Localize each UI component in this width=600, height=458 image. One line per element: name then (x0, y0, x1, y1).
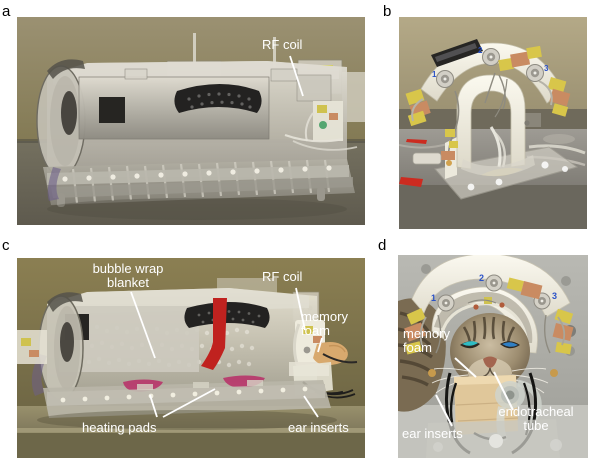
svg-text:3: 3 (552, 291, 557, 301)
leader-line (303, 395, 319, 418)
panel-a: RF coil (17, 17, 365, 225)
panel-b-photograph: 1 2 3 (399, 17, 587, 229)
leader-line (454, 357, 477, 378)
leader-line (493, 371, 514, 411)
panel-c-photograph: bubble wrap blanket RF coil memory foam … (17, 258, 365, 458)
svg-text:3: 3 (544, 64, 549, 73)
panel-letter-b: b (383, 3, 392, 20)
leader-line (295, 287, 306, 331)
panel-d-photograph: 1 2 3 (398, 255, 588, 458)
panel-a-leader-lines (289, 55, 304, 97)
svg-text:2: 2 (478, 46, 483, 55)
panel-c-leader-lines (130, 287, 323, 418)
panel-letter-d: d (378, 237, 387, 254)
panel-b-scene: 1 2 3 (399, 17, 587, 229)
svg-text:1: 1 (432, 70, 437, 79)
panel-b: 1 2 3 (399, 17, 587, 229)
panel-a-photograph: RF coil (17, 17, 365, 225)
panel-letter-a: a (2, 3, 11, 20)
svg-text:2: 2 (479, 273, 484, 283)
leader-line (130, 291, 156, 359)
svg-text:1: 1 (431, 293, 436, 303)
panel-c: bubble wrap blanket RF coil memory foam … (17, 258, 365, 458)
panel-d: 1 2 3 (398, 255, 588, 458)
panel-letter-c: c (2, 237, 10, 254)
panel-d-leader-lines (435, 357, 514, 427)
leader-line (289, 55, 304, 97)
leader-line (317, 337, 323, 353)
leader-line (149, 394, 158, 418)
panel-c-scene (17, 258, 365, 458)
panel-a-scene (17, 17, 365, 225)
leader-line (435, 394, 453, 427)
leader-line (162, 388, 216, 418)
